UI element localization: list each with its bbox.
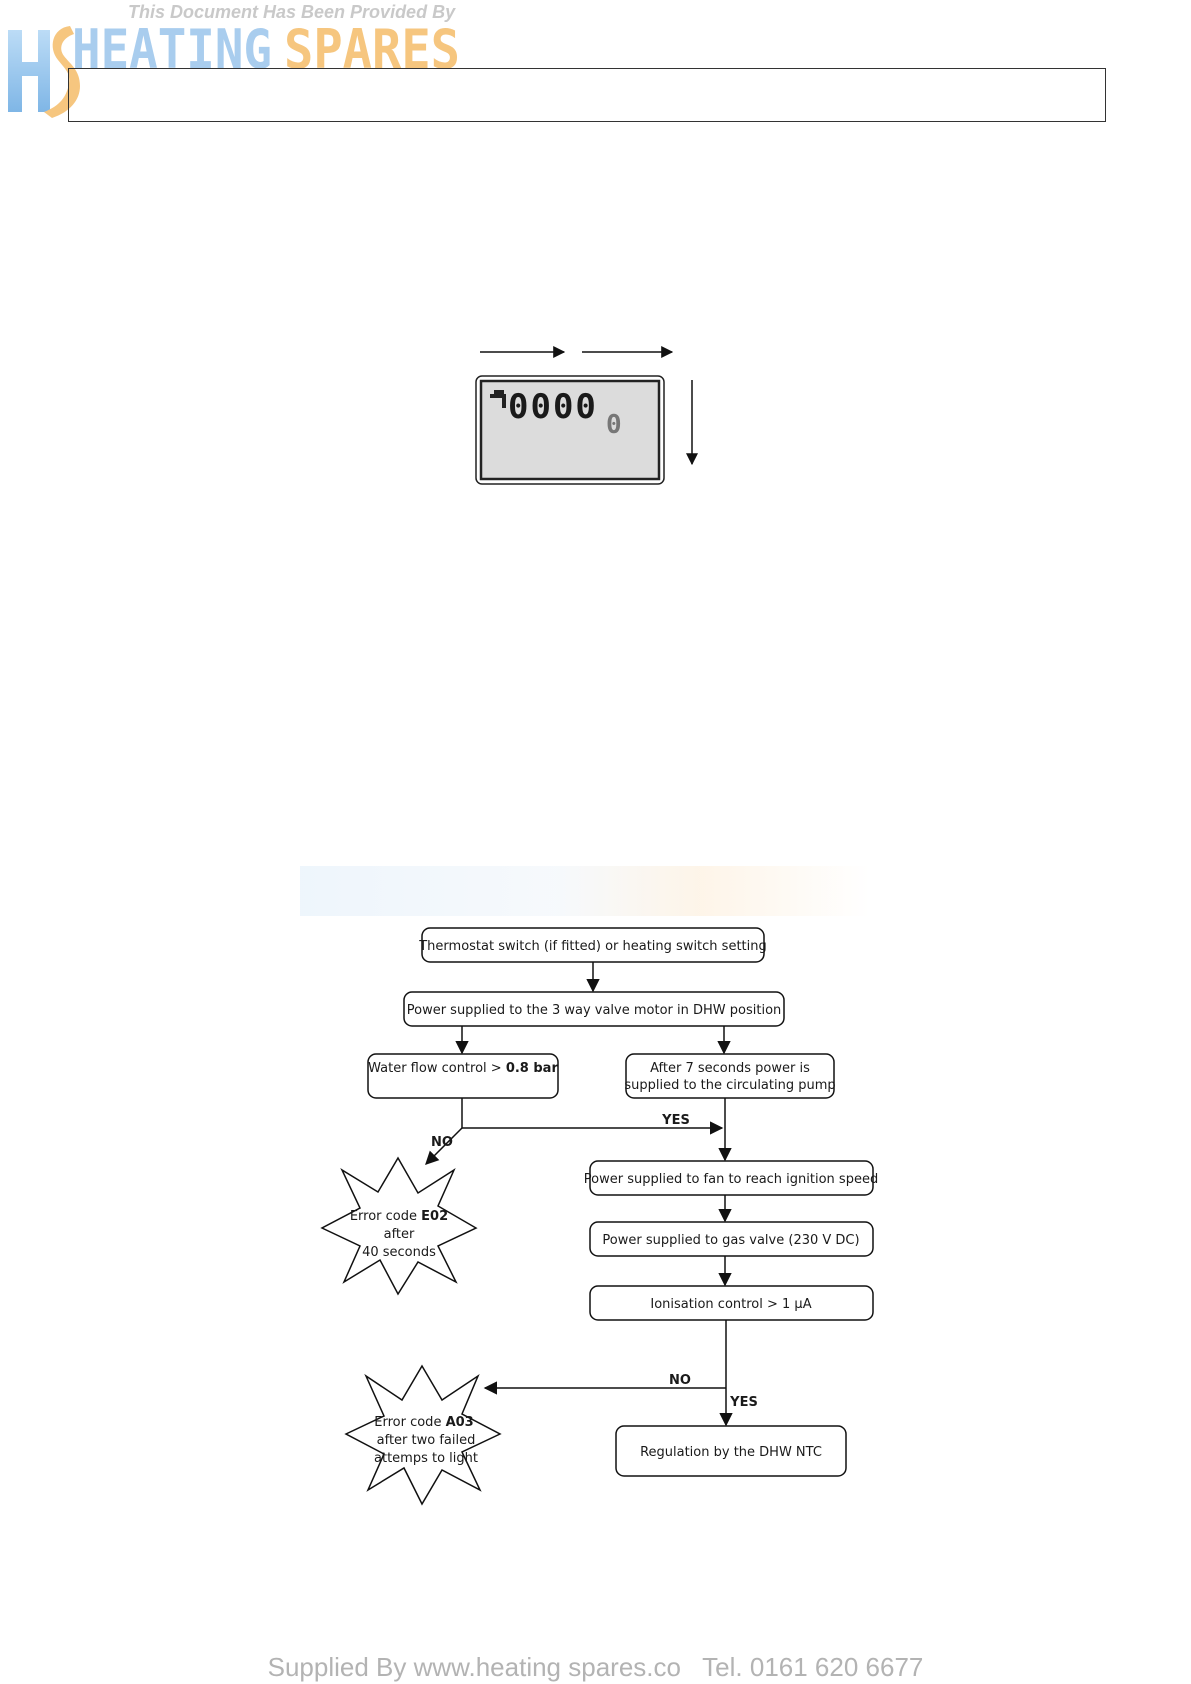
heating-spares-logo: HEATING SPARES (8, 18, 460, 118)
footer-supplied-by: Supplied By www.heating spares.co Tel. 0… (0, 1652, 1191, 1683)
lcd-screen (479, 379, 661, 481)
fc-text-pump-line2: supplied to the circulating pump (624, 1078, 835, 1093)
logo-text-spares: SPARES (284, 18, 460, 81)
lcd-display-figure: 0000 0 (475, 346, 698, 485)
fc-star-error-a03 (344, 1364, 502, 1506)
fc-label-yes2: YES (729, 1395, 758, 1410)
fc-text-gas-valve: Power supplied to gas valve (230 V DC) (602, 1233, 859, 1248)
dhw-flowchart: Thermostat switch (if fitted) or heating… (320, 927, 878, 1506)
fc-label-no2: NO (669, 1373, 691, 1388)
fc-text-pump-line1: After 7 seconds power is (650, 1061, 810, 1076)
fc-text-ionisation: Ionisation control > 1 µA (650, 1297, 811, 1312)
fc-star-error-e02 (320, 1156, 478, 1296)
logo-mark-h (8, 30, 50, 112)
fc-text-thermostat: Thermostat switch (if fitted) or heating… (418, 939, 767, 954)
lcd-small-digit: 0 (606, 410, 622, 440)
watermark-provided-text: This Document Has Been Provided By (128, 2, 456, 22)
fc-label-yes1: YES (661, 1113, 690, 1128)
fc-arrow-no1 (425, 1127, 463, 1165)
fc-text-error1-line3: 40 seconds (362, 1245, 436, 1260)
footer-telephone: Tel. 0161 620 6677 (702, 1652, 924, 1682)
fc-text-error1-line2: after (384, 1227, 415, 1242)
fc-text-error2-line1: Error code A03 (374, 1415, 473, 1430)
logo-text-heating: HEATING (72, 18, 272, 81)
flowchart-faded-banner (300, 866, 870, 916)
fc-text-water-flow: Water flow control > 0.8 bar (368, 1061, 558, 1076)
lcd-digits: 0000 (508, 387, 598, 427)
fc-text-power-valve: Power supplied to the 3 way valve motor … (407, 1003, 782, 1018)
fc-text-fan: Power supplied to fan to reach ignition … (584, 1172, 878, 1187)
footer-website: Supplied By www.heating spares.co (267, 1652, 681, 1682)
fc-text-error1-line1: Error code E02 (350, 1209, 448, 1224)
fc-text-error2-line3: attemps to light (374, 1451, 478, 1466)
logo-mark-s (44, 26, 80, 118)
fc-label-no1: NO (431, 1135, 453, 1150)
lcd-mode-icon (490, 390, 506, 408)
fc-text-regulation: Regulation by the DHW NTC (640, 1445, 822, 1460)
fc-text-error2-line2: after two failed (377, 1433, 476, 1448)
header-box (68, 68, 1106, 122)
